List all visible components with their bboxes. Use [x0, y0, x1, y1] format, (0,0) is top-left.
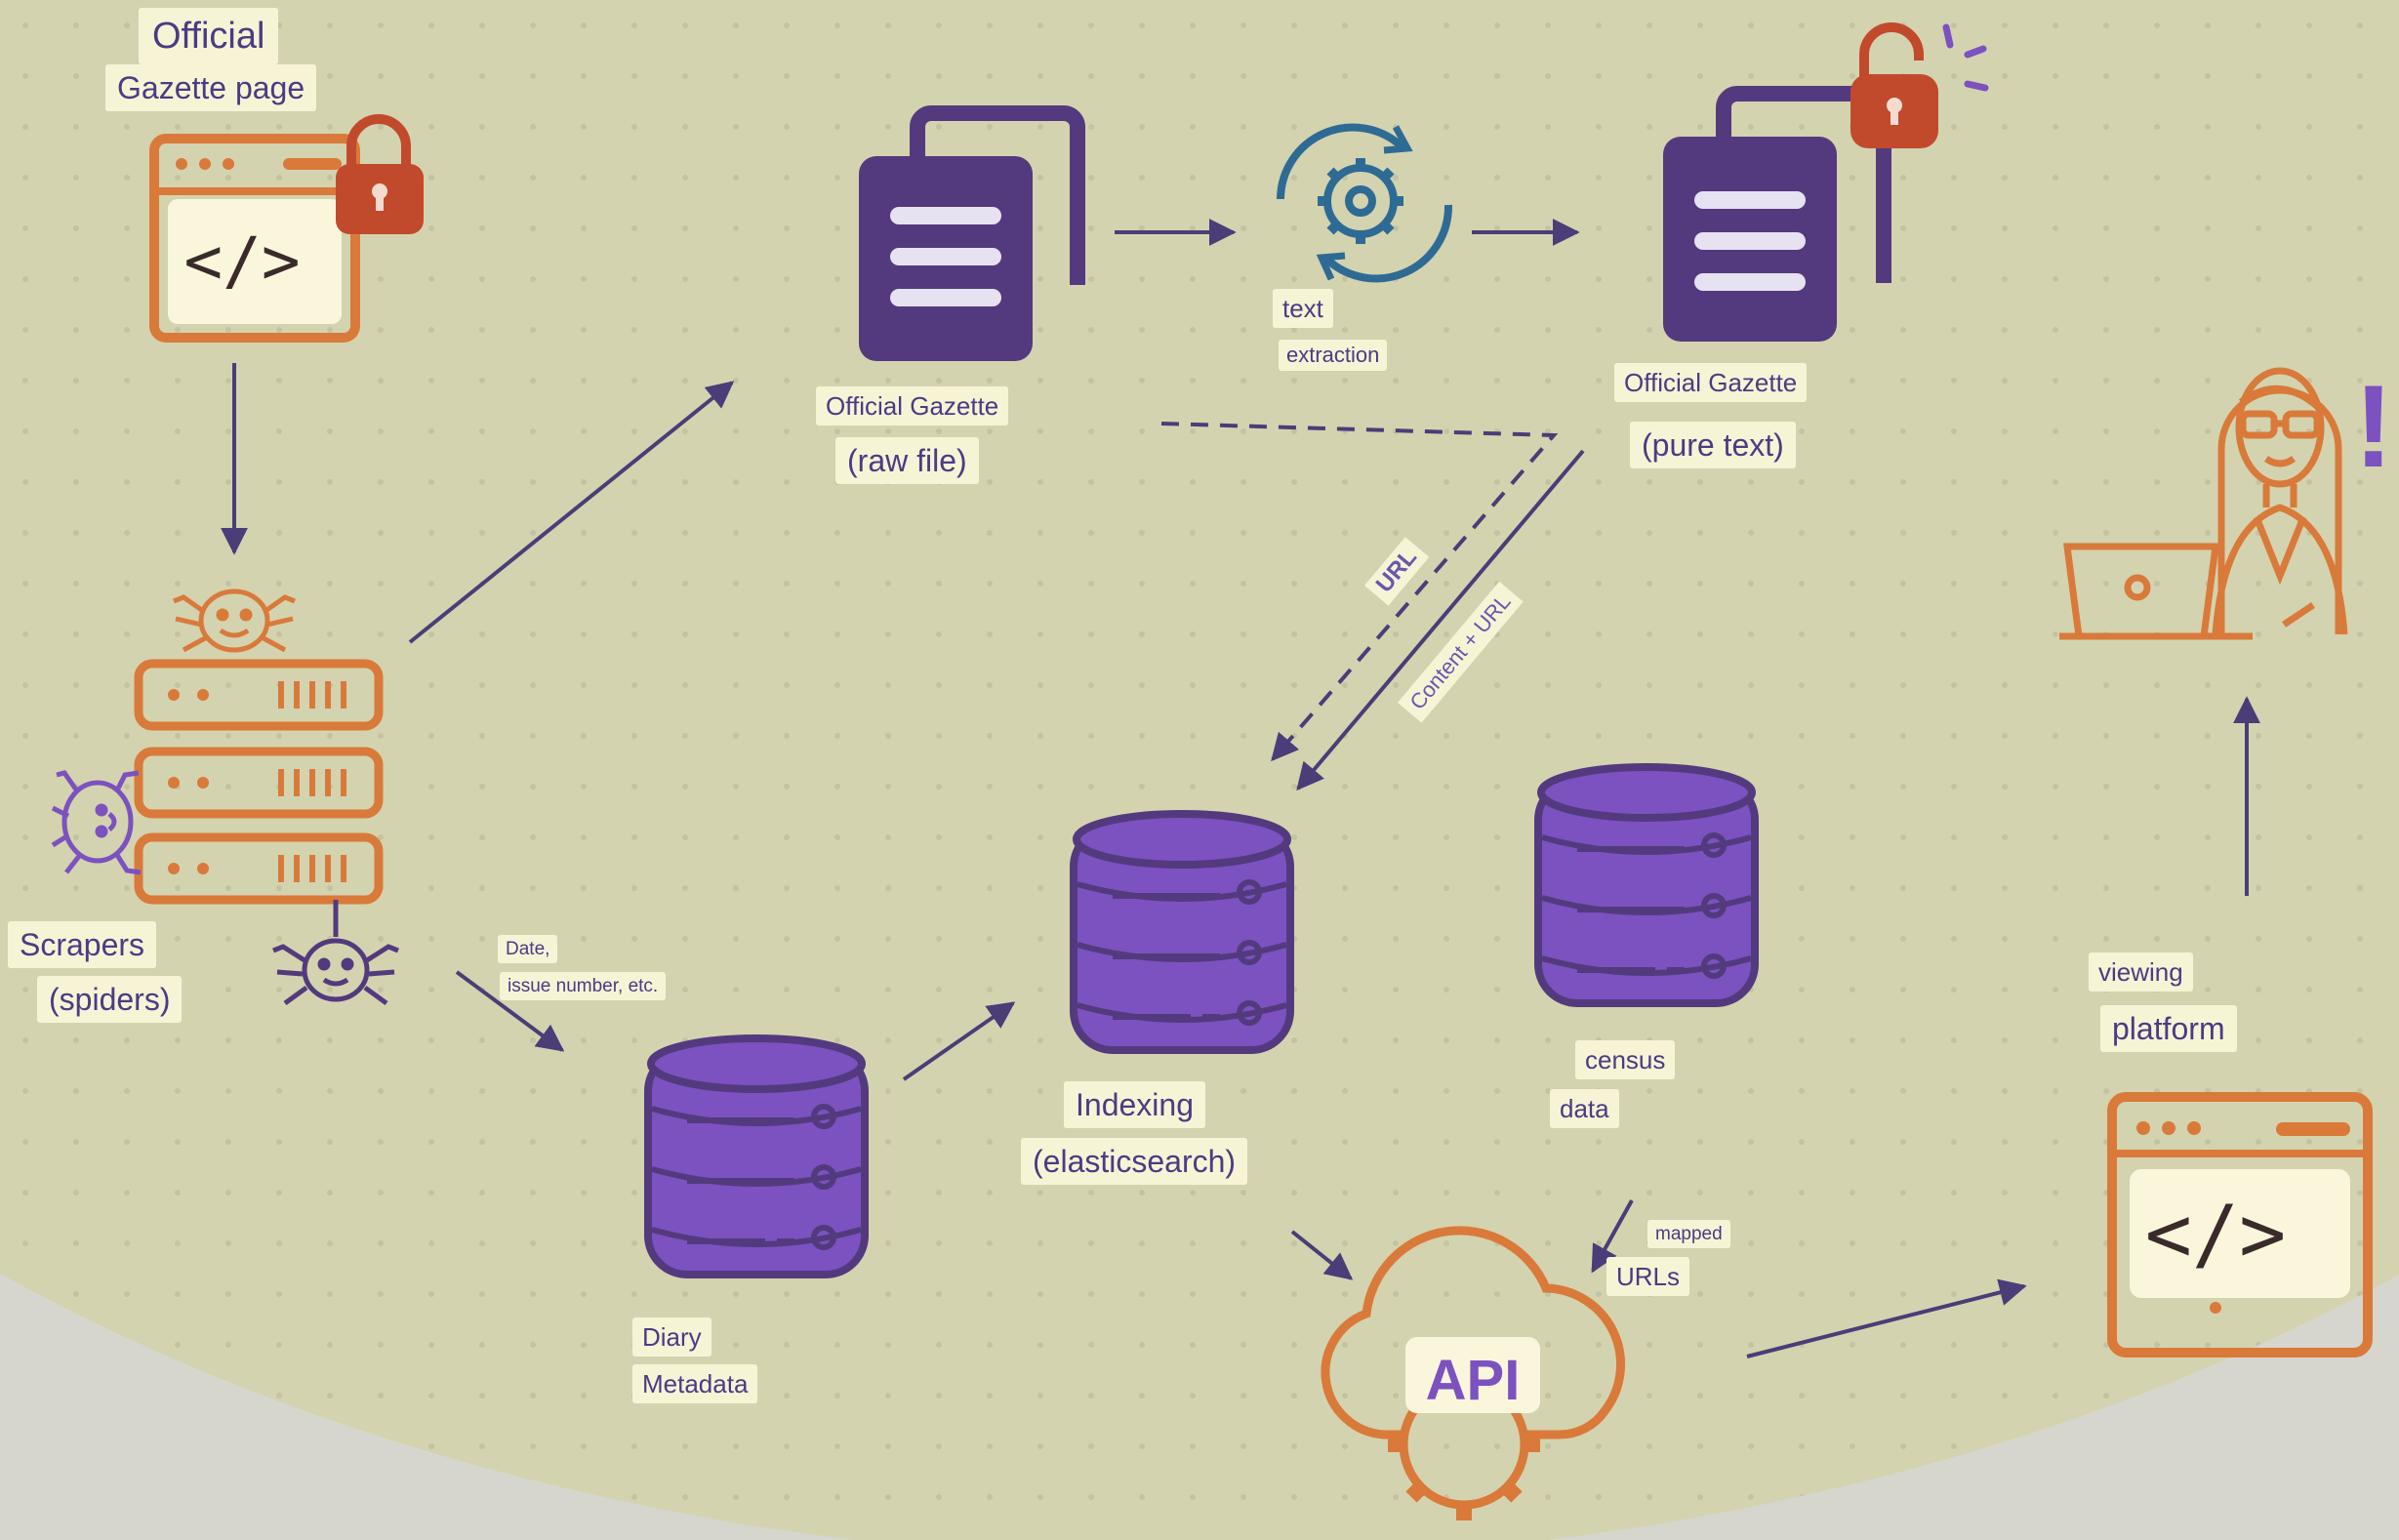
server-stack-icon	[134, 659, 384, 905]
code-tag-text: </>	[2145, 1189, 2287, 1279]
exclamation-icon: !	[2354, 361, 2393, 492]
label-raw-file: (raw file)	[835, 437, 979, 484]
document-stack-icon	[859, 105, 1085, 361]
database-icon	[644, 1034, 869, 1278]
arrow-api-to-platform	[1746, 1278, 2027, 1358]
label-gazette-pure-title: Official Gazette	[1614, 363, 1808, 402]
arrow-metadata-to-index	[902, 1001, 1016, 1081]
label-gazette-page: Gazette page	[105, 64, 317, 111]
database-icon	[1534, 763, 1759, 1007]
padlock-icon	[336, 114, 424, 234]
arrow-scrapers-to-raw	[408, 381, 735, 644]
spider-icon	[51, 770, 142, 875]
label-scrapers: Scrapers	[8, 921, 157, 968]
label-issue-number: issue number, etc.	[500, 972, 667, 1000]
arrow-raw-url-to-index	[1160, 422, 1559, 762]
label-official: Official	[139, 8, 279, 64]
open-padlock-icon	[1850, 22, 1989, 148]
arrow-index-to-api	[1290, 1230, 1354, 1280]
label-text: text	[1273, 289, 1333, 328]
label-indexing: Indexing	[1064, 1081, 1205, 1128]
label-platform: platform	[2100, 1005, 2237, 1052]
code-window-icon: </>	[2107, 1092, 2373, 1358]
code-tag-text: </>	[183, 223, 300, 299]
spider-icon	[272, 900, 399, 1006]
label-extraction: extraction	[1279, 340, 1388, 371]
label-mapped: mapped	[1647, 1220, 1730, 1248]
label-data: data	[1550, 1089, 1619, 1128]
woman-laptop-icon	[2059, 367, 2348, 640]
gear-cycle-icon	[1277, 123, 1453, 283]
spider-icon	[173, 588, 296, 653]
label-diary: Diary	[632, 1317, 712, 1357]
label-metadata: Metadata	[632, 1364, 758, 1403]
database-icon	[1070, 810, 1294, 1054]
api-label: API	[1426, 1349, 1521, 1412]
arrow-scrapers-to-metadata	[455, 970, 565, 1052]
label-spiders: (spiders)	[37, 976, 183, 1023]
label-urls: URLs	[1606, 1257, 1690, 1296]
arrow-pure-to-index	[1296, 449, 1585, 791]
label-viewing: viewing	[2089, 952, 2193, 992]
code-window-icon: </>	[149, 134, 360, 343]
arrow-census-to-api	[1591, 1199, 1634, 1274]
label-date: Date,	[498, 935, 558, 963]
connectors	[221, 219, 2260, 1358]
label-census: census	[1575, 1040, 1676, 1079]
label-gazette-raw-title: Official Gazette	[816, 386, 1009, 426]
label-pure-text: (pure text)	[1630, 422, 1796, 468]
api-cloud-icon	[1321, 1226, 1626, 1520]
label-elasticsearch: (elasticsearch)	[1021, 1138, 1248, 1185]
